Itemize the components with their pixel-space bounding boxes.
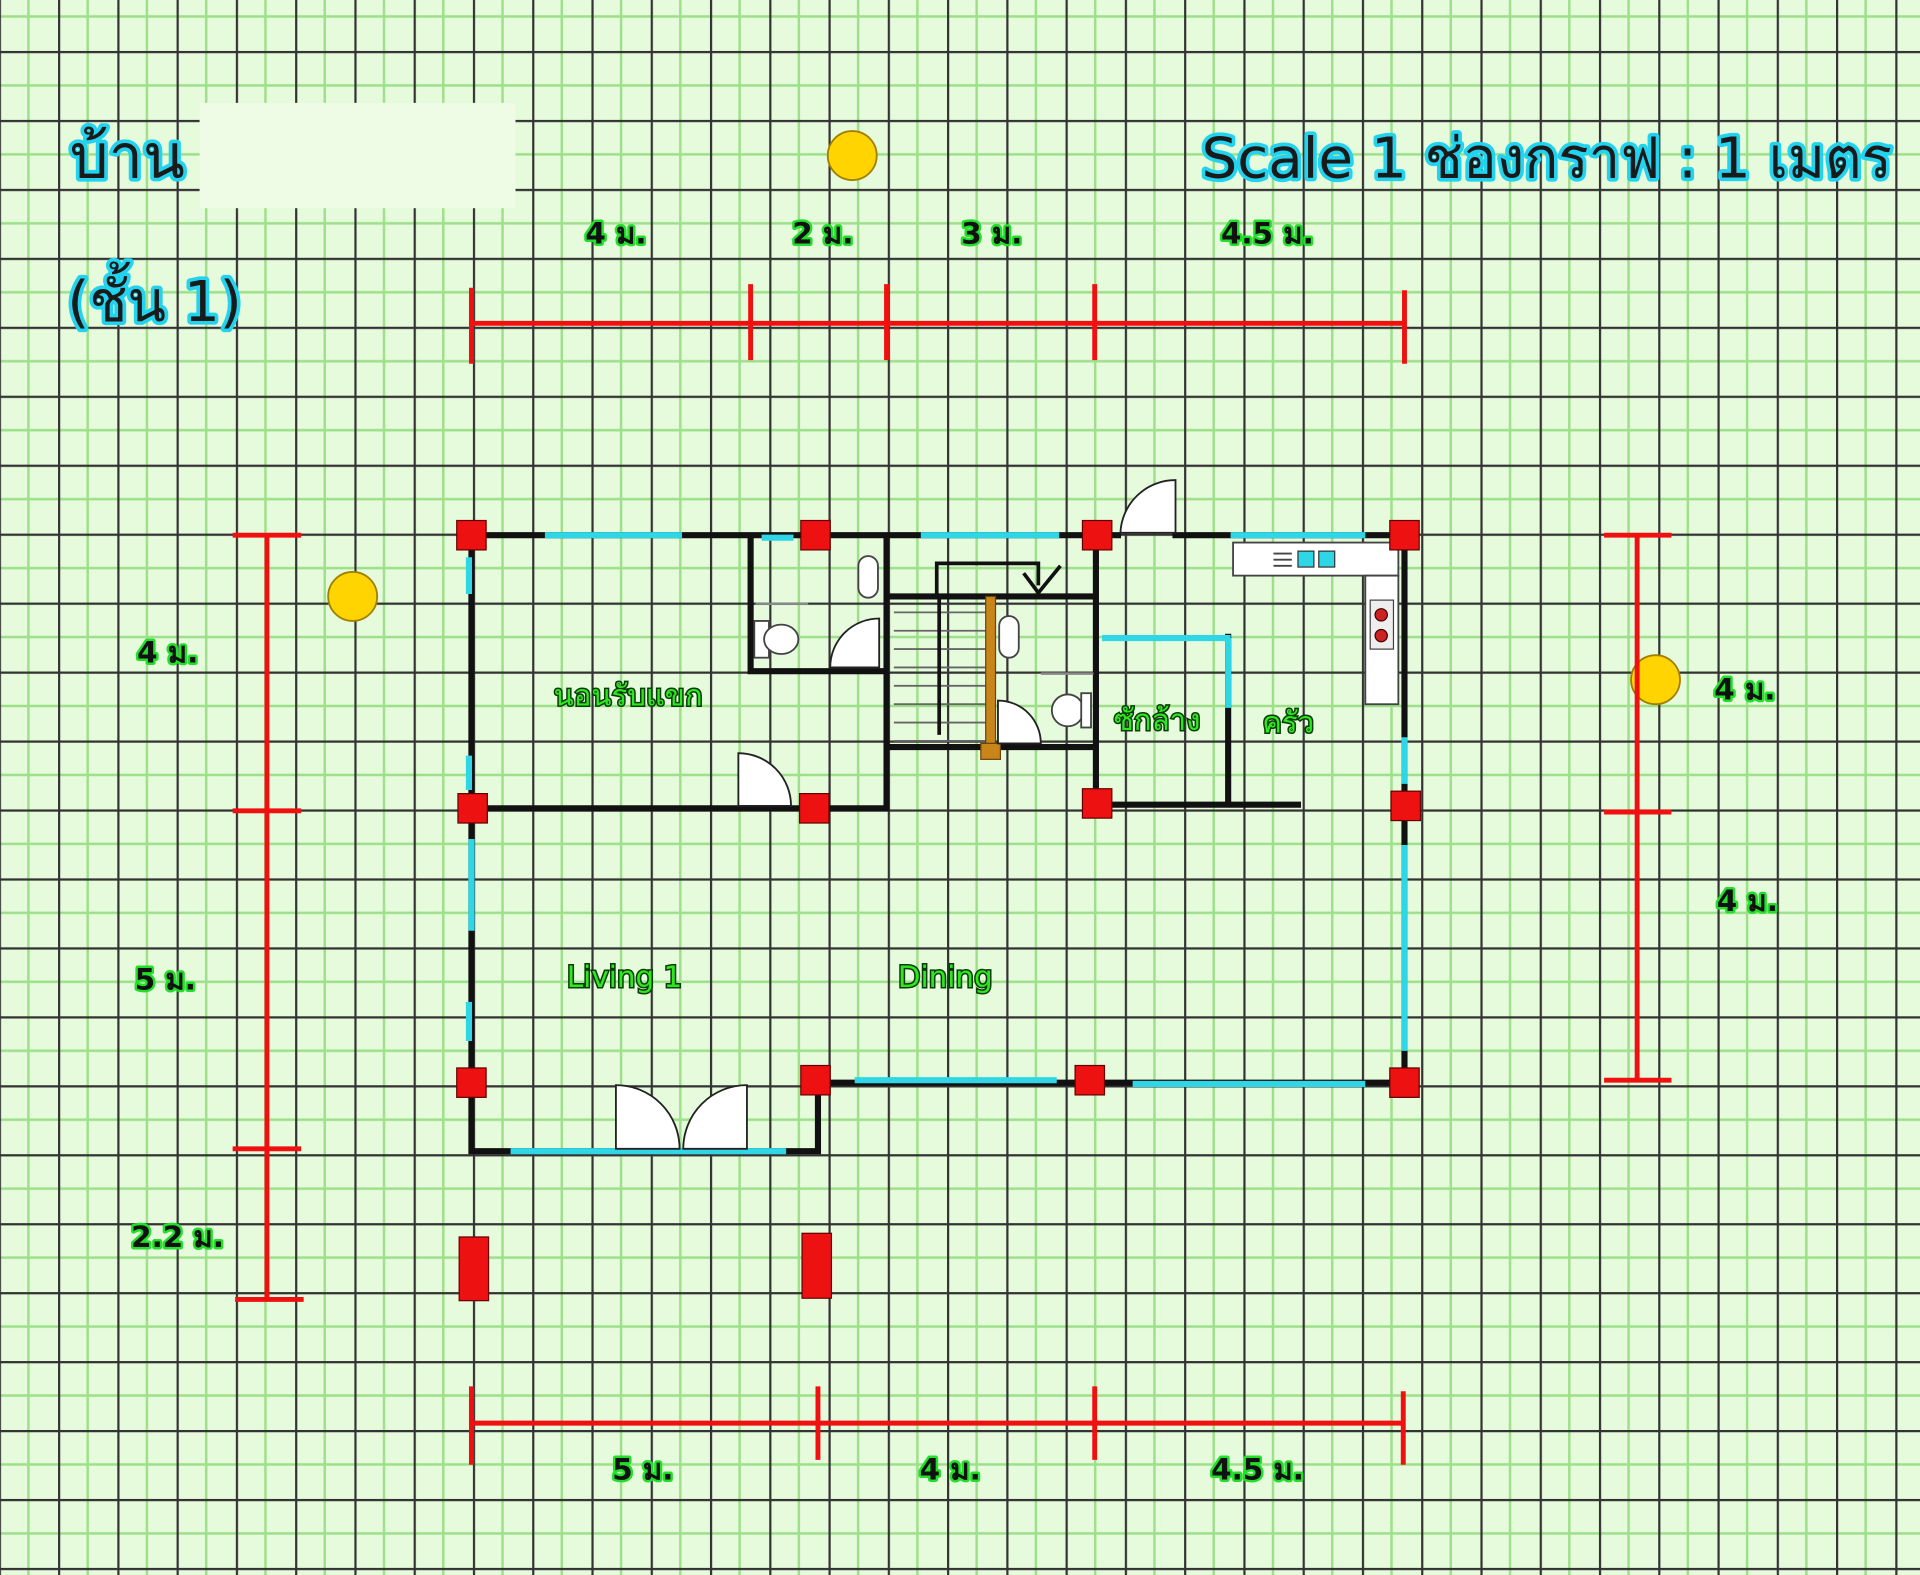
handrail (985, 595, 997, 745)
door-icon (997, 699, 1042, 745)
door-icon (1119, 479, 1177, 534)
column (800, 519, 831, 551)
dimension-line-left (232, 532, 304, 1302)
dimension-label: 4.5 ม. (1221, 217, 1314, 251)
bathroom-fixtures (753, 555, 1094, 729)
dimension-line-top (468, 284, 1407, 364)
dimension-label: 4 ม. (137, 636, 198, 670)
door-icon (737, 752, 792, 807)
doors (615, 479, 1177, 1150)
stair-arrow-icon (1022, 564, 1062, 596)
dimension-label: 2.2 ม. (131, 1220, 224, 1254)
column (456, 519, 487, 551)
sink-icon (998, 615, 1020, 659)
dimension-label: 3 ม. (961, 217, 1022, 251)
dimension-label: 4 ม. (920, 1452, 981, 1486)
column (1389, 1067, 1420, 1098)
structural-columns (456, 519, 1422, 1302)
floor-label: (ชั้น 1) (67, 261, 241, 335)
dimension-label: 4 ม. (585, 217, 646, 251)
sink-icon (857, 555, 879, 599)
door-icon (615, 1084, 681, 1150)
marker-dot-top (826, 130, 878, 181)
house-title: บ้าน (70, 122, 185, 193)
column (798, 793, 830, 824)
column (1074, 1064, 1106, 1096)
door-icon (829, 617, 881, 669)
kitchen-counter (1232, 541, 1400, 706)
room-label-dining: Dining (898, 960, 993, 994)
column (457, 793, 488, 824)
scale-label: Scale 1 ช่องกราฟ : 1 เมตร (1202, 127, 1892, 192)
column (1081, 519, 1113, 551)
dimension-label: 4.5 ม. (1211, 1452, 1304, 1486)
staircase (893, 595, 1002, 760)
dimension-label: 2 ม. (792, 217, 853, 251)
dimension-label: 4 ม. (1717, 884, 1778, 918)
dimension-line-right (1604, 532, 1672, 1083)
marker-dot-right (1630, 654, 1681, 706)
column (1081, 788, 1113, 819)
toilet-icon (1050, 693, 1085, 728)
dimension-label: 5 ม. (612, 1452, 673, 1486)
room-label-kitchen: ครัว (1262, 705, 1314, 739)
column (1389, 519, 1420, 551)
room-label-laundry: ซักล้าง (1114, 703, 1201, 737)
column (456, 1067, 487, 1098)
sink-icon (1318, 550, 1336, 568)
door-icon (682, 1084, 748, 1150)
windows (465, 532, 1408, 1155)
dimension-line-bottom (468, 1386, 1406, 1465)
redacted-name-box (199, 102, 516, 209)
sink-icon (1297, 550, 1315, 568)
dimension-label: 4 ม. (1714, 672, 1775, 706)
column (458, 1236, 490, 1302)
room-label-guest-bedroom: นอนรับแขก (554, 678, 703, 712)
dimension-label: 5 ม. (135, 963, 196, 997)
column (1390, 790, 1422, 822)
marker-dot-left (327, 571, 379, 622)
room-label-living: Living 1 (567, 960, 682, 994)
column (800, 1064, 831, 1096)
toilet-icon (763, 623, 800, 655)
column (801, 1232, 833, 1299)
